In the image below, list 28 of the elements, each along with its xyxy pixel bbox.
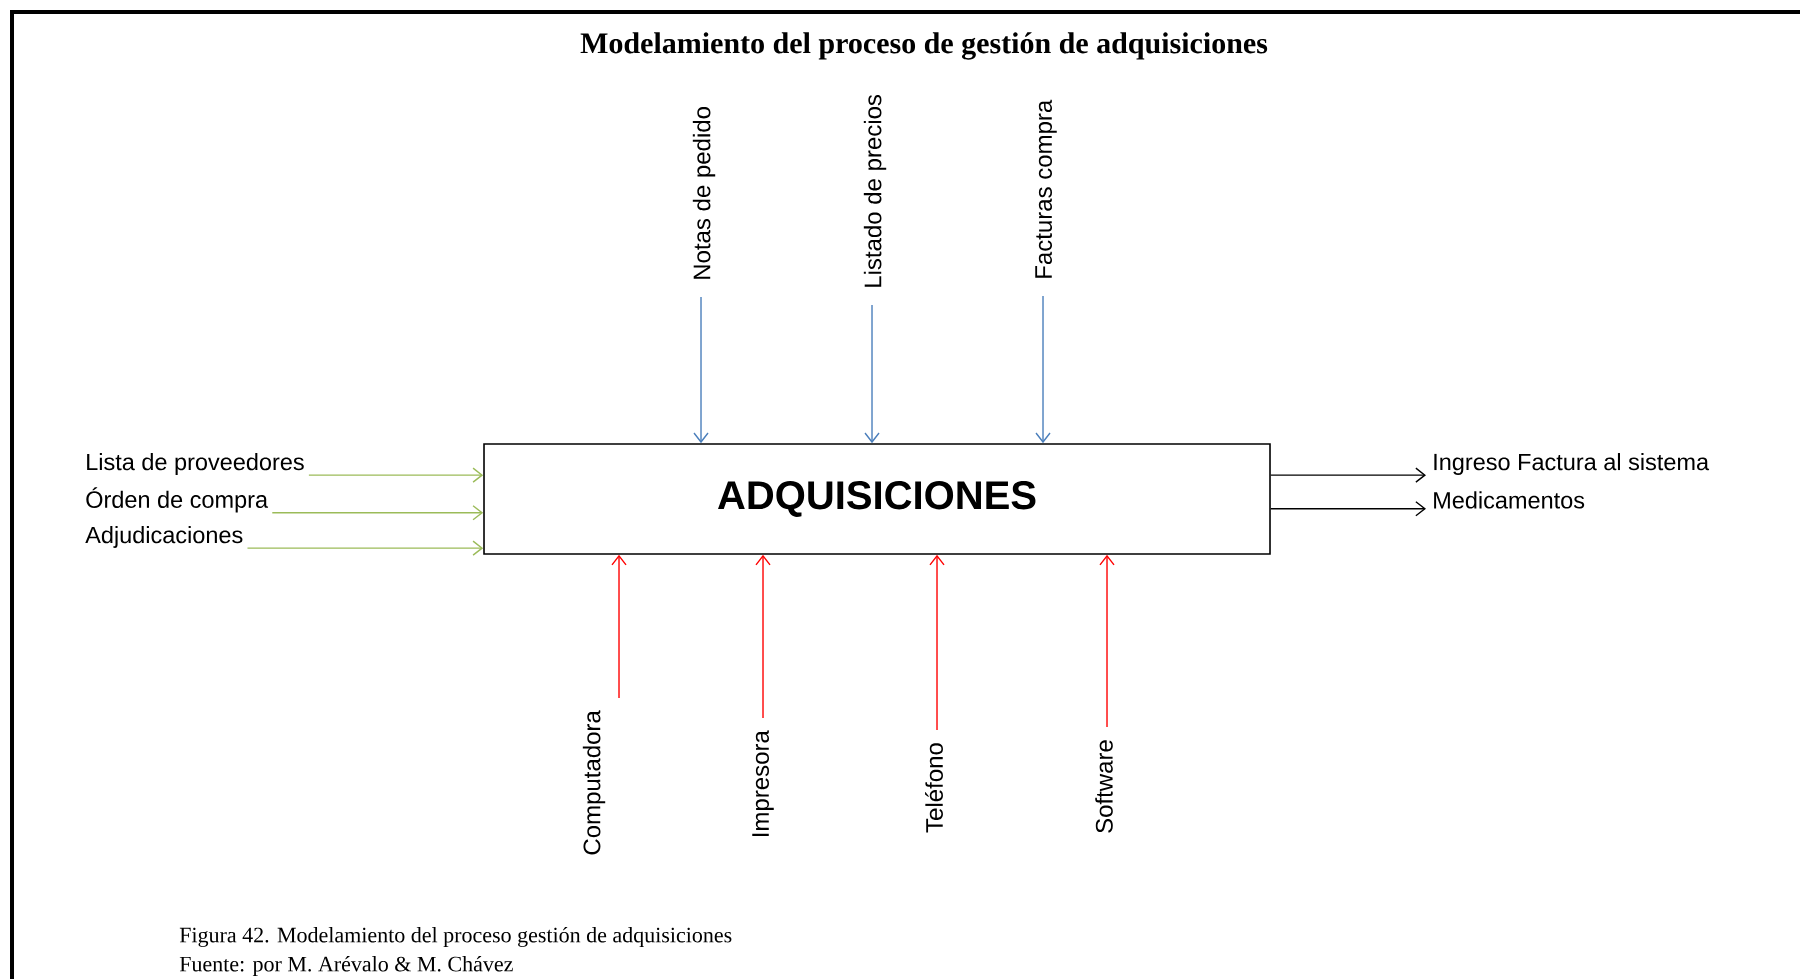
arrow <box>1270 501 1426 517</box>
arrow <box>246 540 484 556</box>
arrow <box>755 554 771 719</box>
arrow <box>1035 295 1051 444</box>
title: Modelamiento del proceso de gestión de adquisiciones <box>580 32 1268 60</box>
source-note: Fuente: por M. Arévalo & M. Chávez <box>179 956 513 976</box>
input-label: Adjudicaciones <box>85 526 243 548</box>
control-label: Listado de precios <box>863 94 887 287</box>
mechanism-label: Software <box>1095 740 1113 833</box>
arrow <box>611 554 627 699</box>
control-label: Notas de pedido <box>692 107 716 279</box>
input-label: Órden de compra <box>86 487 269 513</box>
arrow <box>1270 467 1426 483</box>
arrow <box>693 296 709 444</box>
mechanism-label: Impresora <box>752 730 774 836</box>
output-label: Medicamentos <box>1434 491 1585 509</box>
mechanism-label: Teléfono <box>925 743 943 833</box>
input-label: Lista de proveedores <box>87 453 304 475</box>
arrow <box>864 304 880 444</box>
mechanism-label: Computadora <box>582 710 606 855</box>
arrow <box>1099 554 1115 728</box>
process-box: ADQUISICIONES <box>483 443 1271 555</box>
arrow <box>271 505 484 521</box>
output-label: Ingreso Factura al sistema <box>1434 453 1710 475</box>
arrow <box>308 467 484 483</box>
arrow <box>929 554 945 731</box>
caption: Figura 42. Modelamiento del proceso gestión de adquisiciones <box>179 926 732 947</box>
control-label: Facturas compra <box>1035 99 1057 278</box>
